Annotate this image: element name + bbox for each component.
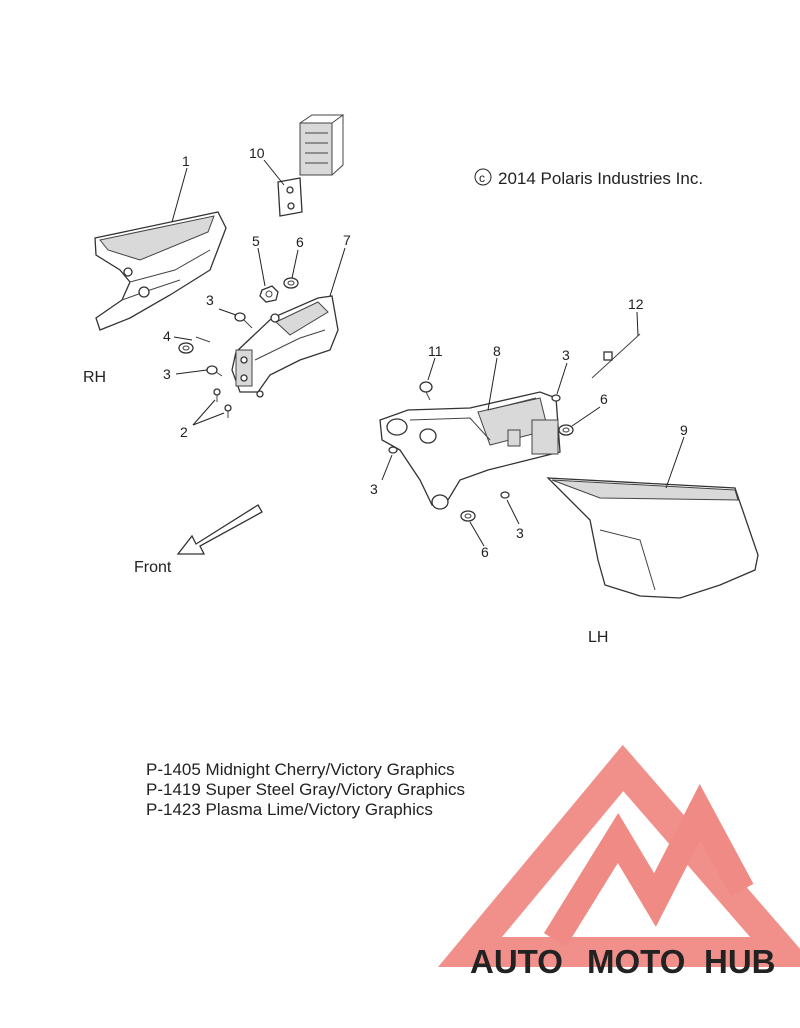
copyright-notice: c 2014 Polaris Industries Inc. [474, 168, 703, 188]
variant-list: P-1405 Midnight Cherry/Victory Graphics … [146, 760, 465, 819]
part-11-bolt [419, 381, 433, 401]
variant-line-2: P-1419 Super Steel Gray/Victory Graphics [146, 780, 465, 799]
part-4-grommet [178, 336, 211, 354]
callout-3-lh-left: 3 [370, 481, 378, 497]
front-direction-arrow [176, 504, 263, 555]
callout-3-lh-top: 3 [562, 347, 570, 363]
part-1-rh-side-cover [94, 211, 227, 331]
callout-labels: 1 10 5 6 7 3 4 3 2 11 8 3 12 6 9 3 3 6 [163, 145, 688, 560]
variant-line-3: P-1423 Plasma Lime/Victory Graphics [146, 800, 433, 819]
callout-12: 12 [628, 296, 644, 312]
part-3-nut-lh-bottom [500, 491, 510, 499]
logo-word-moto: MOTO [587, 943, 685, 980]
front-label: Front [134, 559, 172, 576]
part-3-nut-lh-top [551, 394, 561, 402]
callout-2: 2 [180, 424, 188, 440]
callout-10: 10 [249, 145, 265, 161]
callout-1: 1 [182, 153, 190, 169]
automotohub-logo-mark [438, 744, 800, 967]
callout-4: 4 [163, 328, 171, 344]
part-10-module-bracket [277, 114, 345, 217]
part-2-rivets [213, 388, 232, 418]
part-3-nut-lh-left [388, 446, 398, 454]
part-8-lh-bracket [379, 391, 561, 510]
side-label-rh: RH [83, 369, 106, 386]
callout-8: 8 [493, 343, 501, 359]
logo-word-auto: AUTO [470, 943, 563, 980]
callout-3-rh-b: 3 [163, 366, 171, 382]
part-5-nut [259, 285, 279, 303]
part-6-grommet-top [283, 277, 299, 289]
part-3-bolt-rh-a [234, 312, 253, 329]
automotohub-logo-text: AUTO MOTO HUB [470, 943, 776, 980]
part-7-rh-bracket [231, 295, 339, 398]
callout-11: 11 [428, 343, 443, 359]
callout-5: 5 [252, 233, 260, 249]
part-3-bolt-rh-b [206, 365, 223, 377]
callout-3-rh-a: 3 [206, 292, 214, 308]
callout-6-top: 6 [296, 234, 304, 250]
logo-word-hub: HUB [704, 943, 776, 980]
variant-line-1: P-1405 Midnight Cherry/Victory Graphics [146, 760, 455, 779]
part-12-cable-tie [591, 333, 641, 379]
callout-6-lh-bottom: 6 [481, 544, 489, 560]
callout-6-lh-right: 6 [600, 391, 608, 407]
side-label-lh: LH [588, 629, 608, 646]
copyright-text: 2014 Polaris Industries Inc. [498, 169, 703, 188]
callout-3-lh-bottom: 3 [516, 525, 524, 541]
callout-9: 9 [680, 422, 688, 438]
leader-lines [171, 159, 685, 547]
callout-7: 7 [343, 232, 351, 248]
part-6-grommet-lh-right [558, 424, 574, 436]
copyright-symbol: c [479, 171, 485, 185]
part-6-grommet-lh-bottom [460, 510, 476, 522]
part-9-lh-side-cover [546, 477, 759, 599]
